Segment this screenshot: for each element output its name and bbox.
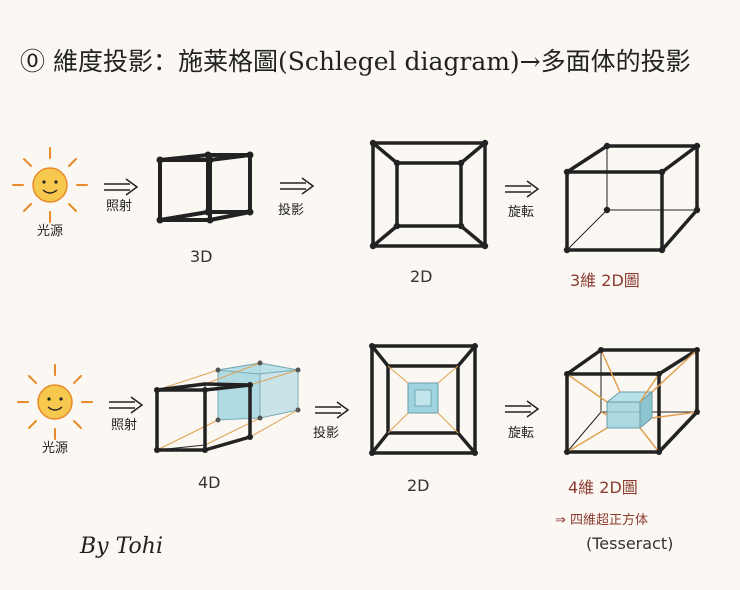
caption-4d-to-2d: 4維 2D圖: [568, 478, 638, 497]
tesseract-note: ⇒ 四維超正方体: [555, 512, 648, 528]
project-label: 投影: [313, 425, 339, 441]
rotate-label: 旋転: [508, 205, 534, 220]
tesseract-4d: [154, 360, 301, 453]
projection-vertices: [369, 139, 489, 250]
cube-3d-vertices: [156, 151, 254, 224]
light-source-label: 光源: [37, 224, 63, 239]
page-title: ⓪ 維度投影：施莱格圖(Schlegel diagram)→多面体的投影: [20, 47, 691, 76]
arrow-icon: [505, 400, 540, 418]
rotate-label: 旋転: [508, 426, 534, 441]
illuminate-label: 照射: [106, 198, 132, 214]
tesseract-rotated: [564, 347, 700, 455]
caption-4d: 4D: [198, 473, 221, 492]
arrow-icon: [280, 177, 315, 195]
sun-icon: [12, 147, 88, 223]
arrow-icon: [315, 401, 350, 419]
signature: By Tohi: [79, 534, 163, 559]
cube-projection-2d: [371, 141, 487, 248]
cube-rotated: [565, 144, 699, 252]
caption-3d-to-2d: 3維 2D圖: [570, 271, 640, 290]
arrow-icon: [109, 396, 144, 414]
sun-icon: [17, 364, 93, 440]
caption-2d: 2D: [407, 476, 430, 495]
project-label: 投影: [278, 202, 304, 218]
cube-rotated-hidden-edges: [566, 146, 697, 251]
arrow-icon: [505, 180, 540, 198]
cube-3d: [158, 153, 252, 222]
arrow-icon: [104, 178, 139, 196]
illuminate-label: 照射: [111, 417, 137, 433]
light-source-label: 光源: [42, 441, 68, 456]
tesseract-projection-2d: [369, 343, 478, 456]
caption-2d: 2D: [410, 267, 433, 286]
rotated-cube-vertices: [563, 142, 701, 254]
tesseract-english-name: (Tesseract): [586, 534, 673, 553]
caption-3d: 3D: [190, 247, 213, 266]
